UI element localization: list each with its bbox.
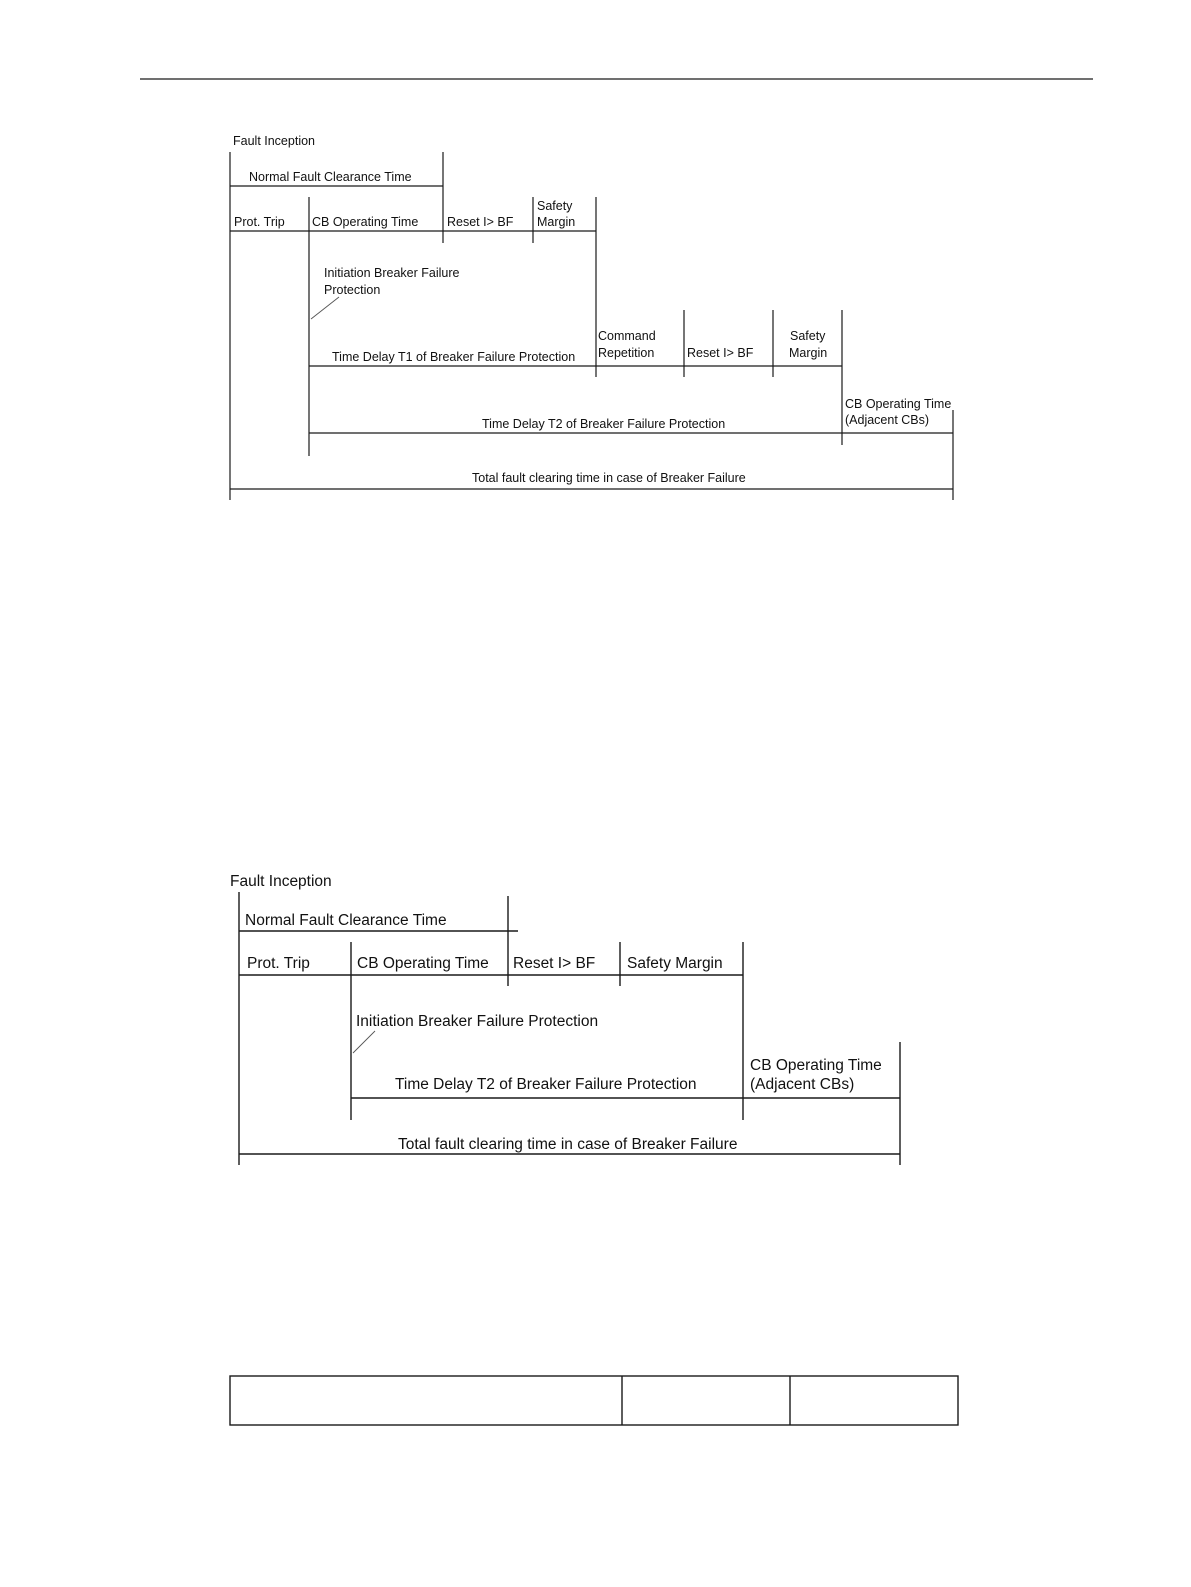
diagram-2-timing: Fault Inception Normal Fault Clearance T… [230,873,901,1165]
d2-fault-inception-label: Fault Inception [230,873,332,890]
d1-initiation-l1: Initiation Breaker Failure [324,266,460,280]
footer-table [229,1375,959,1426]
d2-prot-trip-label: Prot. Trip [247,955,310,972]
footer-table-border [229,1375,959,1426]
d1-prot-trip-label: Prot. Trip [234,215,285,229]
d1-reset-bf-2-label: Reset I> BF [687,346,754,360]
d1-initiation-leader [310,296,340,320]
d2-safety-margin-label: Safety Margin [627,955,723,972]
d1-initiation-l2: Protection [324,283,380,297]
d1-safety-margin-l1: Safety [537,199,573,213]
d1-cb-adjacent-l2: (Adjacent CBs) [845,413,929,427]
d1-time-delay-t2-label: Time Delay T2 of Breaker Failure Protect… [482,417,725,431]
d1-command-rep-l1: Command [598,329,656,343]
d2-total-clearing-label: Total fault clearing time in case of Bre… [398,1136,737,1153]
d1-cb-adjacent-l1: CB Operating Time [845,397,951,411]
d1-safety-margin-l2: Margin [537,215,575,229]
d1-cb-operating-label: CB Operating Time [312,215,418,229]
d1-time-delay-t1-label: Time Delay T1 of Breaker Failure Protect… [332,350,575,364]
d2-cb-adjacent-l1: CB Operating Time [750,1057,882,1074]
d2-initiation-leader [352,1030,376,1054]
d2-normal-clearance-label: Normal Fault Clearance Time [245,912,447,929]
d2-reset-bf-label: Reset I> BF [513,955,595,972]
d2-cb-operating-label: CB Operating Time [357,955,489,972]
d1-total-clearing-label: Total fault clearing time in case of Bre… [472,471,746,485]
d1-fault-inception-label: Fault Inception [233,134,315,148]
d2-initiation-label: Initiation Breaker Failure Protection [356,1013,598,1030]
diagram-1-timing: Fault Inception Normal Fault Clearance T… [229,134,954,500]
d1-safety-margin2-l2: Margin [789,346,827,360]
d1-reset-bf-label: Reset I> BF [447,215,514,229]
d2-cb-adjacent-l2: (Adjacent CBs) [750,1076,854,1093]
d1-normal-clearance-label: Normal Fault Clearance Time [249,170,412,184]
d1-safety-margin2-l1: Safety [790,329,826,343]
d1-command-rep-l2: Repetition [598,346,654,360]
d2-time-delay-t2-label: Time Delay T2 of Breaker Failure Protect… [395,1076,697,1093]
